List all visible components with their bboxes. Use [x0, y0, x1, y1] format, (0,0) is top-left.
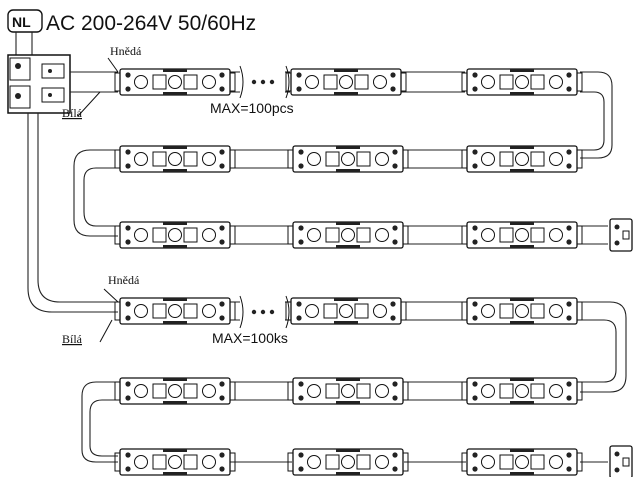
brown-wire-label: Hnědá	[108, 273, 140, 287]
led-module	[114, 68, 236, 96]
chain-break-icon	[239, 65, 290, 99]
led-module	[461, 68, 583, 96]
led-module	[114, 377, 236, 405]
end-connector	[609, 445, 633, 477]
led-module	[461, 297, 583, 325]
supply-label: AC 200-264V 50/60Hz	[46, 12, 256, 35]
chain-break-icon	[239, 295, 290, 329]
brown-wire-label: Hnědá	[110, 44, 142, 58]
led-module	[287, 377, 409, 405]
led-module	[287, 145, 409, 173]
white-wire-label: Bílá	[62, 332, 83, 346]
mains-plug-icon: NL	[7, 9, 43, 33]
led-module	[287, 448, 409, 476]
led-module	[461, 145, 583, 173]
led-module	[461, 377, 583, 405]
led-module	[461, 221, 583, 249]
led-module	[461, 448, 583, 476]
led-module	[114, 448, 236, 476]
led-module	[287, 221, 409, 249]
led-module	[114, 221, 236, 249]
max-count-label: MAX=100ks	[212, 330, 288, 346]
white-wire-label: Bílá	[62, 106, 83, 120]
max-count-label: MAX=100pcs	[210, 100, 294, 116]
nl-label: NL	[12, 14, 31, 30]
led-module	[114, 145, 236, 173]
power-supply-unit	[7, 54, 71, 114]
led-module	[285, 297, 407, 325]
end-connector	[609, 218, 633, 252]
led-module	[114, 297, 236, 325]
led-module	[285, 68, 407, 96]
